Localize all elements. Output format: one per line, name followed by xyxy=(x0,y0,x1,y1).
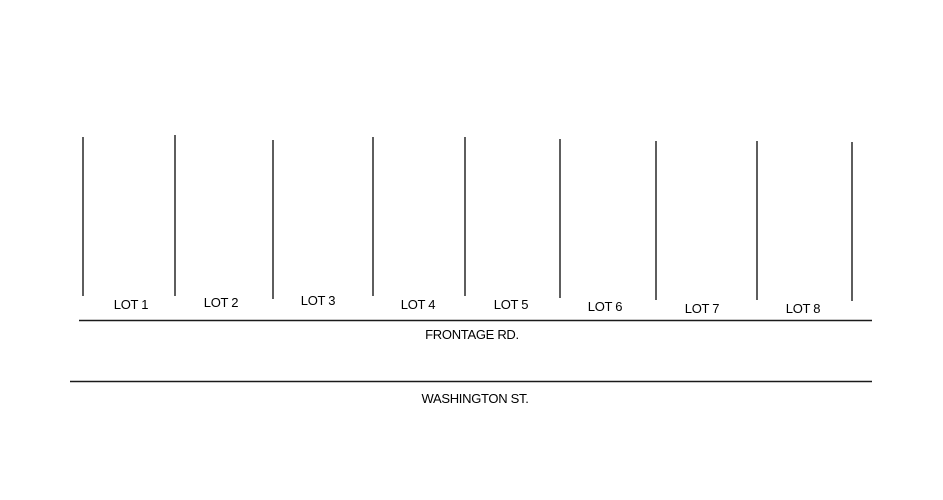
lot-label-8: LOT 8 xyxy=(786,301,820,316)
lot-label-5: LOT 5 xyxy=(494,297,528,312)
lot-label-2: LOT 2 xyxy=(204,295,238,310)
lot-label-3: LOT 3 xyxy=(301,293,335,308)
frontage-road-label: FRONTAGE RD. xyxy=(425,327,519,342)
lot-label-1: LOT 1 xyxy=(114,297,148,312)
washington-street-label: WASHINGTON ST. xyxy=(421,391,528,406)
lot-label-6: LOT 6 xyxy=(588,299,622,314)
lot-label-7: LOT 7 xyxy=(685,301,719,316)
lot-label-4: LOT 4 xyxy=(401,297,435,312)
